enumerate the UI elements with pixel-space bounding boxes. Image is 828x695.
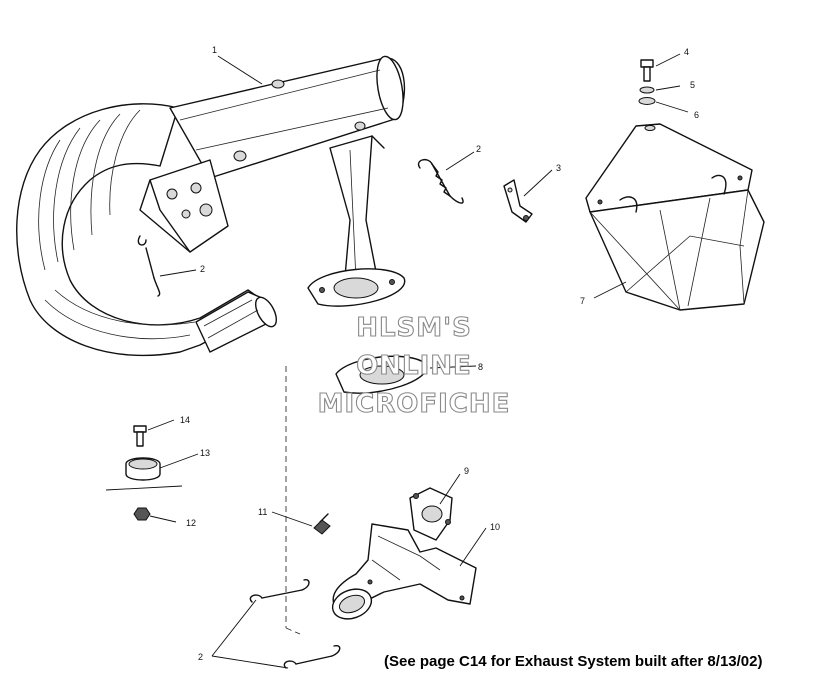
spring-upper-right xyxy=(417,158,464,204)
watermark-line-1: HLSM'S xyxy=(356,313,472,343)
gasket-ring xyxy=(335,355,428,394)
watermark-line-3: MICROFICHE xyxy=(318,389,511,419)
watermark-line-2: ONLINE xyxy=(356,351,472,381)
callout-3: 3 xyxy=(556,163,561,173)
callout-11: 11 xyxy=(258,507,267,517)
reference-line-2 xyxy=(285,627,301,635)
callout-9: 9 xyxy=(464,466,469,476)
callout-7: 7 xyxy=(580,296,585,306)
bolt-and-washers xyxy=(638,59,656,105)
callout-10: 10 xyxy=(490,522,500,532)
spring-lower-2 xyxy=(283,644,341,669)
heat-shield xyxy=(585,123,765,311)
spring-left xyxy=(137,235,161,297)
small-bolt xyxy=(313,513,331,535)
callout-1: 1 xyxy=(212,45,217,55)
callout-13: 13 xyxy=(200,448,210,458)
exhaust-manifold xyxy=(331,487,477,620)
callout-2-lower: 2 xyxy=(198,652,203,662)
callout-2-left: 2 xyxy=(200,264,205,274)
watermark: HLSM'S ONLINE MICROFICHE xyxy=(317,312,511,419)
footnote: (See page C14 for Exhaust System built a… xyxy=(384,653,762,670)
leader-lines xyxy=(147,53,689,669)
callout-2-upper: 2 xyxy=(476,144,481,154)
small-bracket xyxy=(503,179,533,223)
exhaust-pipe-assembly xyxy=(16,55,406,357)
callout-labels: 1 2 2 2 3 4 5 6 7 8 9 10 11 12 13 14 xyxy=(180,45,699,662)
callout-4: 4 xyxy=(684,47,689,57)
callout-12: 12 xyxy=(186,518,196,528)
mount-hardware xyxy=(105,425,183,521)
callout-8: 8 xyxy=(478,362,483,372)
callout-5: 5 xyxy=(690,80,695,90)
callout-6: 6 xyxy=(694,110,699,120)
spring-lower-1 xyxy=(249,578,310,603)
callout-14: 14 xyxy=(180,415,190,425)
